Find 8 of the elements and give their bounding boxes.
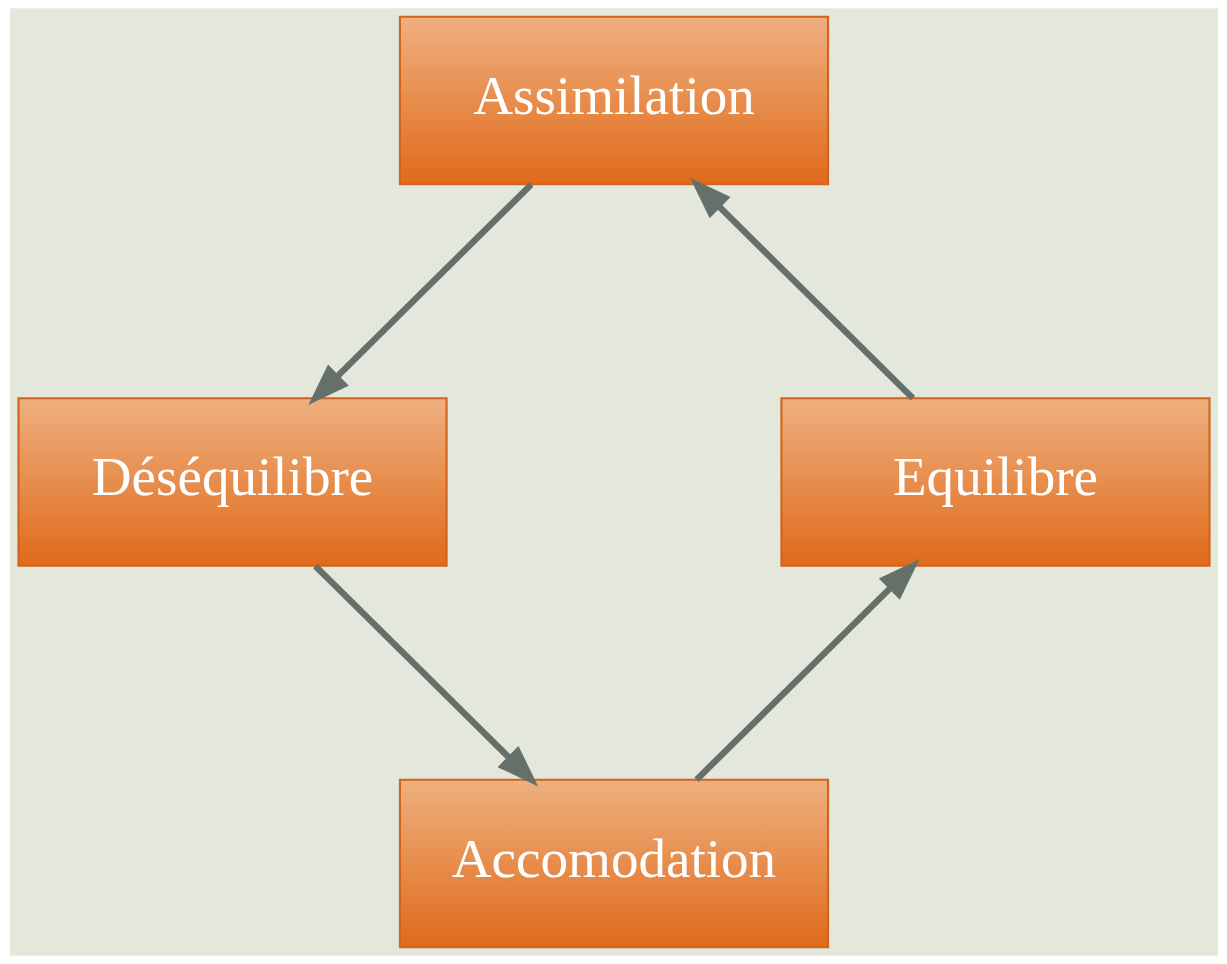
arrow [689,177,915,401]
node-box: Equilibre [779,397,1211,567]
node-box: Déséquilibre [16,397,448,567]
arrow [693,559,920,782]
node-box: Accomodation [398,778,829,949]
arrow [307,182,533,405]
node-box: Assimilation [398,15,829,186]
arrow [312,563,538,787]
